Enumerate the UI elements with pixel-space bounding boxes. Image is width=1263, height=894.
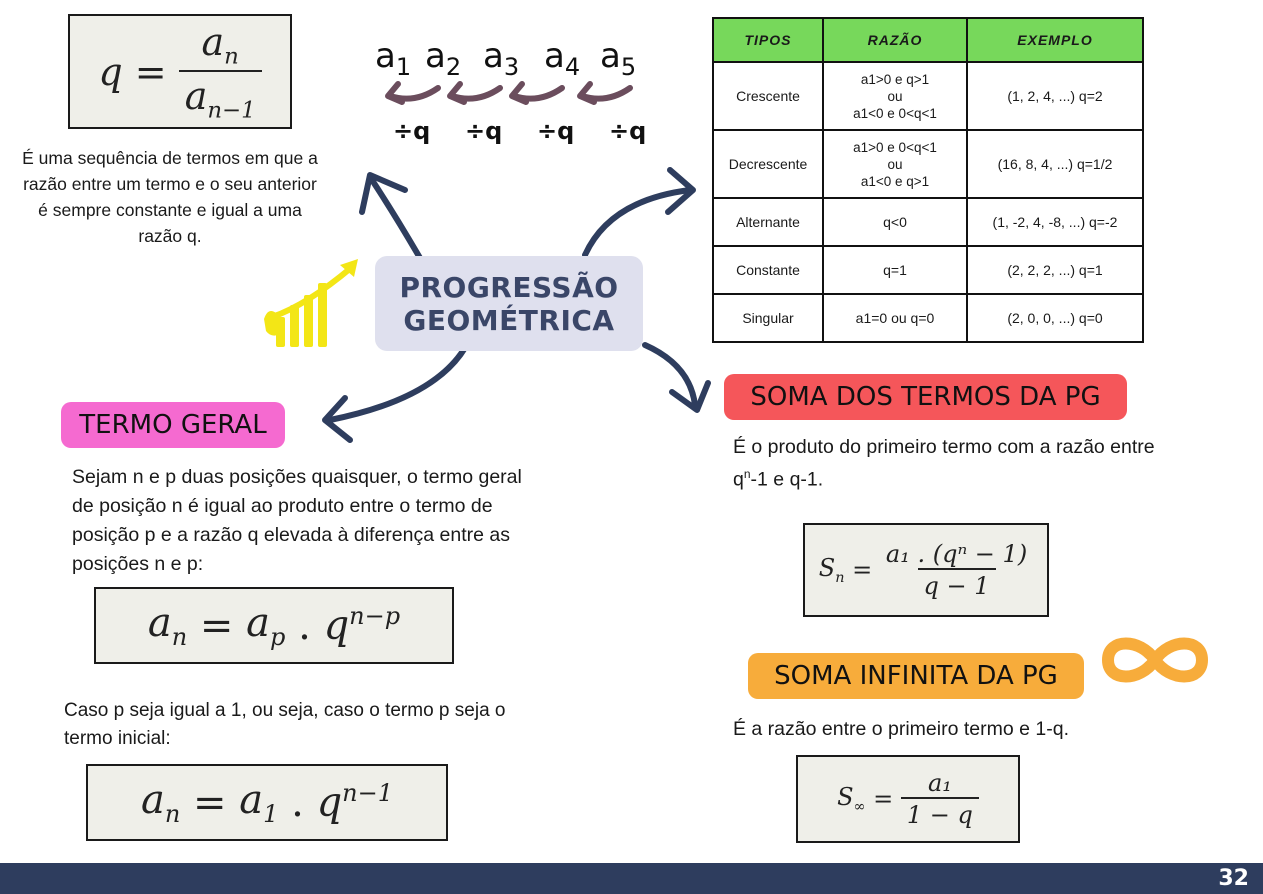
table-cell-exemplo: (1, -2, 4, -8, ...) q=-2 xyxy=(966,197,1144,247)
ratio-den-sub: n−1 xyxy=(207,97,256,124)
soma-infinita-title: SOMA INFINITA DA PG xyxy=(748,653,1084,699)
arrow-to-table xyxy=(582,187,693,258)
arrow-to-soma xyxy=(642,342,698,408)
ratio-num-sub: n xyxy=(224,43,239,70)
termo-inicial-formula-box: an = a1 . qn−1 xyxy=(86,764,448,841)
center-topic-pill: PROGRESSÃO GEOMÉTRICA xyxy=(375,256,643,351)
table-cell-tipo: Crescente xyxy=(712,61,824,131)
tg-f2-a: a1 xyxy=(239,777,279,828)
seq-term-1: a1 xyxy=(375,36,412,81)
tg-f2-dot: . xyxy=(278,779,317,826)
soma-pg-eq: = xyxy=(844,556,880,584)
soma-pg-text-line2: qn-1 e q-1. xyxy=(733,467,824,491)
soma-inf-fraction: a₁ 1 − q xyxy=(900,769,979,829)
soma-pg-title: SOMA DOS TERMOS DA PG xyxy=(724,374,1127,420)
tg-f1-eq: = xyxy=(187,602,247,649)
table-cell-exemplo: (16, 8, 4, ...) q=1/2 xyxy=(966,129,1144,199)
soma-pg-text: É o produto do primeiro termo com a razã… xyxy=(733,434,1233,494)
ratio-den: a xyxy=(184,73,208,118)
sequence-small-arrows xyxy=(385,81,633,105)
footer-bar: 32 xyxy=(0,863,1263,894)
seq-term-2: a2 xyxy=(425,36,462,81)
soma-pg-lhs: Sn xyxy=(818,554,845,586)
table-cell-tipo: Alternante xyxy=(712,197,824,247)
tg-f1-dot: . xyxy=(285,602,324,649)
seq-term-5: a5 xyxy=(600,36,637,81)
arrow-to-termo-geral-head xyxy=(322,395,353,443)
termo-geral-formula-box: an = ap . qn−p xyxy=(94,587,454,664)
soma-inf-num: a₁ xyxy=(927,769,952,797)
arrow-to-definition-head xyxy=(359,172,408,215)
tg-f1-a: ap xyxy=(246,600,286,651)
table-cell-tipo: Singular xyxy=(712,293,824,343)
termo-geral-text2: Caso p seja igual a 1, ou seja, caso o t… xyxy=(64,700,506,749)
table-row: Alternante q<0 (1, -2, 4, -8, ...) q=-2 xyxy=(712,197,1144,247)
soma-infinita-text: É a razão entre o primeiro termo e 1-q. xyxy=(733,718,1069,740)
seq-term-3: a3 xyxy=(483,36,520,81)
table-cell-tipo: Constante xyxy=(712,245,824,295)
table-header-tipos: TIPOS xyxy=(712,17,824,63)
soma-inf-den: 1 − q xyxy=(900,797,979,829)
definition-text: É uma sequência de termos em que a razão… xyxy=(22,148,318,246)
table-cell-exemplo: (2, 0, 0, ...) q=0 xyxy=(966,293,1144,343)
seq-term-4: a4 xyxy=(544,36,581,81)
ratio-lhs: q = xyxy=(98,49,167,94)
termo-geral-title: TERMO GERAL xyxy=(61,402,285,448)
tg-f2-lhs: an xyxy=(140,777,181,828)
div-label-4: ÷q xyxy=(609,117,647,145)
table-row: Constante q=1 (2, 2, 2, ...) q=1 xyxy=(712,245,1144,295)
div-label-2: ÷q xyxy=(465,117,503,145)
table-header-razao: RAZÃO xyxy=(822,17,968,63)
tg-f2-eq: = xyxy=(180,779,240,826)
table-cell-tipo: Decrescente xyxy=(712,129,824,199)
soma-pg-fraction: a₁ . (qⁿ − 1) q − 1 xyxy=(880,540,1033,600)
tg-f2-q: qn−1 xyxy=(316,779,394,826)
table-cell-razao: a1=0 ou q=0 xyxy=(822,293,968,343)
arrow-to-soma-head xyxy=(669,380,711,413)
soma-inf-lhs: S∞ xyxy=(837,783,866,815)
div-label-1: ÷q xyxy=(393,117,431,145)
soma-pg-den: q − 1 xyxy=(917,568,996,600)
tg-f1-lhs: an xyxy=(147,600,188,651)
center-title-line2: GEOMÉTRICA xyxy=(403,303,615,337)
table-cell-razao: q=1 xyxy=(822,245,968,295)
arrow-to-table-head xyxy=(665,167,696,215)
types-table: TIPOS RAZÃO EXEMPLO Crescente a1>0 e q>1… xyxy=(712,17,1144,343)
infinity-icon xyxy=(1101,637,1209,683)
ratio-num: a xyxy=(201,19,225,64)
div-label-3: ÷q xyxy=(537,117,575,145)
table-cell-exemplo: (2, 2, 2, ...) q=1 xyxy=(966,245,1144,295)
soma-inf-eq: = xyxy=(865,785,901,813)
tg-f1-q: qn−p xyxy=(323,602,401,649)
table-row: Singular a1=0 ou q=0 (2, 0, 0, ...) q=0 xyxy=(712,293,1144,343)
center-title-line1: PROGRESSÃO xyxy=(399,270,619,304)
arrow-to-definition xyxy=(369,177,423,261)
table-cell-razao: q<0 xyxy=(822,197,968,247)
table-cell-exemplo: (1, 2, 4, ...) q=2 xyxy=(966,61,1144,131)
ratio-formula-box: q = an an−1 xyxy=(68,14,292,129)
soma-pg-num: a₁ . (qⁿ − 1) xyxy=(885,540,1028,568)
termo-geral-text: Sejam n e p duas posições quaisquer, o t… xyxy=(72,466,522,575)
soma-pg-text-line1: É o produto do primeiro termo com a razã… xyxy=(733,436,1155,458)
growth-chart-icon xyxy=(264,259,358,347)
page-number: 32 xyxy=(1218,866,1249,891)
soma-infinita-formula-box: S∞ = a₁ 1 − q xyxy=(796,755,1020,843)
table-header-exemplo: EXEMPLO xyxy=(966,17,1144,63)
ratio-fraction: an an−1 xyxy=(178,19,262,124)
soma-pg-formula-box: Sn = a₁ . (qⁿ − 1) q − 1 xyxy=(803,523,1049,617)
